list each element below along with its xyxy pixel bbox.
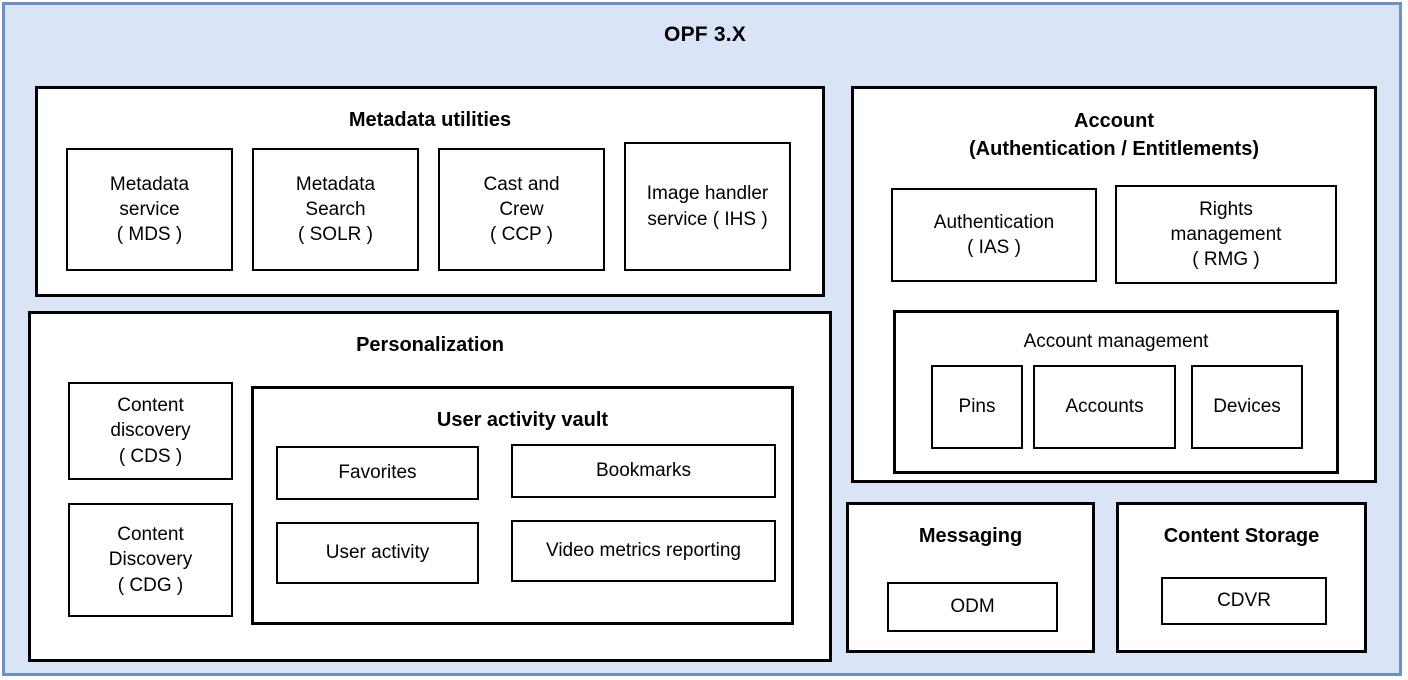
node-pins[interactable]: Pins [931,365,1023,449]
node-cdvr[interactable]: CDVR [1161,577,1327,625]
group-title-personalization: Personalization [356,334,504,356]
node-user-activity[interactable]: User activity [276,522,479,584]
node-favorites[interactable]: Favorites [276,446,479,500]
diagram-title: OPF 3.X [664,23,746,46]
account-title-line-1: Account [1074,110,1154,132]
group-user-activity-vault: User activity vault Favorites Bookmarks … [251,386,794,625]
group-account: Account (Authentication / Entitlements) … [851,86,1377,483]
node-bookmarks[interactable]: Bookmarks [511,444,776,498]
group-title-messaging: Messaging [918,525,1023,547]
group-account-management: Account management Pins Accounts Devices [893,310,1339,474]
group-title-metadata-utilities: Metadata utilities [348,109,512,131]
node-accounts[interactable]: Accounts [1033,365,1176,449]
node-authentication-ias[interactable]: Authentication( IAS ) [891,188,1097,282]
group-title-content-storage: Content Storage [1163,525,1320,547]
group-content-storage: Content Storage CDVR [1116,502,1367,653]
group-messaging: Messaging ODM [846,502,1095,653]
account-title-line-2: (Authentication / Entitlements) [969,138,1259,160]
node-devices[interactable]: Devices [1191,365,1303,449]
group-title-account-management: Account management [1023,331,1209,352]
group-title-user-activity-vault: User activity vault [436,409,609,431]
node-video-metrics-reporting[interactable]: Video metrics reporting [511,520,776,582]
node-odm[interactable]: ODM [887,582,1058,632]
group-title-account: Account (Authentication / Entitlements) [854,107,1374,163]
